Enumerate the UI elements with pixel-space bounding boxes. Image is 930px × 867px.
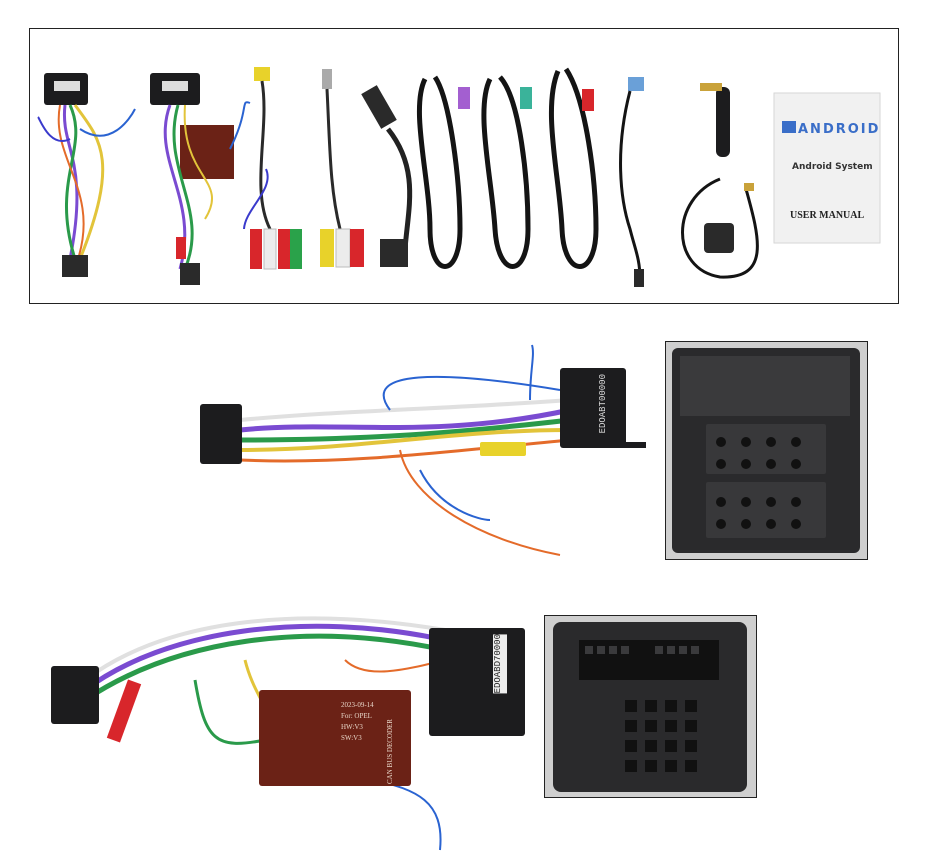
harness-2-label: EDOABD70000: [493, 634, 507, 694]
decoder-line-3: For: OPEL: [341, 712, 372, 720]
main-harness-small: [37, 73, 136, 277]
blue-plug-cable: [619, 77, 644, 287]
connector-closeup-2-illustration: [553, 622, 747, 792]
user-manual-booklet: [773, 92, 881, 244]
harness-1-illustration: [200, 344, 646, 556]
coiled-cable-teal: [481, 75, 532, 269]
decoder-line-5: SW:V3: [341, 734, 362, 742]
connector-closeup-2: [544, 615, 757, 798]
accessory-overview-photo: [37, 67, 881, 287]
harness-1-label: EDOABT00000: [598, 374, 608, 434]
decoder-line-1: CAN BUS DECODER: [386, 719, 394, 784]
wifi-antenna: [700, 83, 730, 157]
main-harness-decoder: [150, 73, 251, 285]
gps-antenna: [681, 177, 759, 279]
decoder-info: 2023-09-14 For: OPEL HW:V3 SW:V3: [341, 700, 374, 744]
decoder-line-2: 2023-09-14: [341, 701, 374, 709]
rca-cable-four: [243, 67, 302, 270]
harness-2-photo: EDOABD70000 CAN BUS DECODER 2023-09-14 F…: [45, 600, 525, 862]
coiled-cable-violet: [416, 75, 470, 269]
connector-closeup-1-illustration: [672, 348, 860, 553]
decoder-label: CAN BUS DECODER: [385, 698, 407, 784]
harness-1-photo: EDOABT00000: [180, 330, 650, 580]
decoder-line-4: HW:V3: [341, 723, 363, 731]
rca-cable-three: [320, 69, 364, 268]
accessory-overview-panel: ANDROID Android System USER MANUAL: [29, 28, 899, 304]
antenna-adapter-cable: [361, 85, 413, 267]
connector-closeup-1: [665, 341, 868, 560]
coiled-cable-red: [548, 67, 599, 269]
manual-system-label: Android System: [792, 162, 873, 172]
manual-brand: ANDROID: [798, 122, 881, 137]
harness-2-illustration: [51, 616, 525, 851]
manual-title: USER MANUAL: [790, 210, 865, 221]
